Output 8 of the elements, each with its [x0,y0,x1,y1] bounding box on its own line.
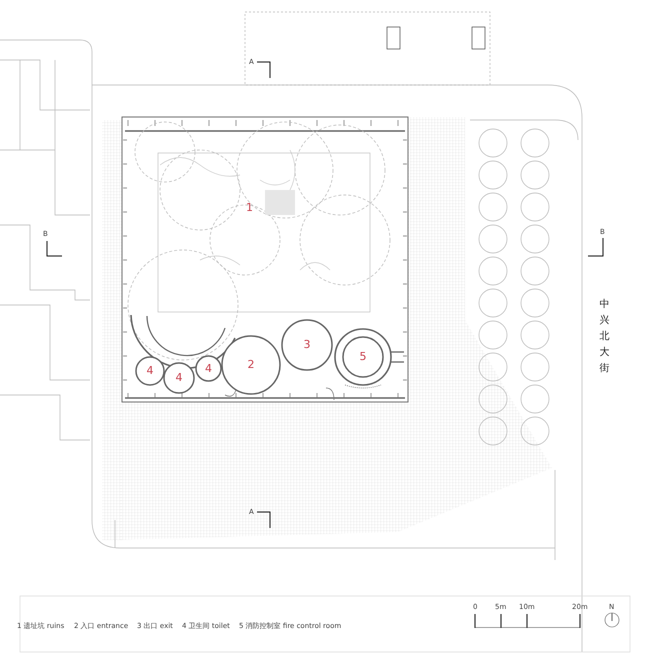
ruins-pit: 1 [158,153,370,312]
street-name: 中兴北大街 [597,290,609,370]
room-circle: 5 [343,337,383,377]
room-circle: 2 [222,336,280,394]
room-circle: 4 [136,357,164,385]
room-circle: 4 [164,363,194,393]
room-circle: 3 [282,320,332,370]
room-circle: 4 [196,356,221,381]
